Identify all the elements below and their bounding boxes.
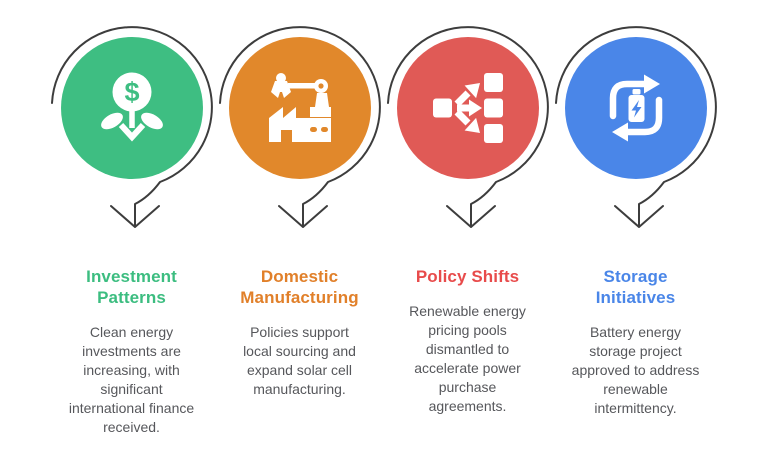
badge-manufacturing [218, 26, 381, 228]
step-investment-patterns: $ Investment Patterns Clean energy inves… [48, 0, 216, 437]
dollar-sign: $ [124, 77, 139, 107]
loop-down-arrow [386, 26, 549, 228]
badge-policy [386, 26, 549, 228]
battery-recharge-cycle-icon [609, 74, 662, 142]
step-domestic-manufacturing: Domestic Manufacturing Policies support … [216, 0, 384, 399]
joint-hole [317, 83, 324, 89]
step-title: Domestic Manufacturing [240, 267, 359, 307]
loop-down-arrow [218, 26, 381, 228]
factory-robot-arm-icon [268, 73, 331, 142]
lightning-bolt [631, 100, 641, 118]
step-description: Renewable energy pricing pools dismantle… [409, 303, 526, 414]
step-description: Clean energy investments are increasing,… [68, 324, 195, 435]
loop-down-arrow [554, 26, 717, 228]
step-description: Policies support local sourcing and expa… [243, 324, 356, 397]
step-title: Investment Patterns [86, 267, 177, 307]
step-storage-initiatives: Storage Initiatives Battery energy stora… [552, 0, 720, 418]
badge-investment: $ [50, 26, 213, 228]
factory-window [309, 127, 317, 132]
step-policy-shifts: Policy Shifts Renewable energy pricing p… [384, 0, 552, 416]
factory-window [320, 127, 328, 132]
step-title: Policy Shifts [415, 267, 520, 286]
colored-circle [228, 37, 371, 179]
step-description: Battery energy storage project approved … [571, 324, 700, 416]
factory-door [280, 130, 292, 142]
money-plant-icon: $ [100, 72, 163, 142]
loop-down-arrow [50, 26, 213, 228]
distribution-flow-icon [432, 73, 503, 143]
badge-storage [554, 26, 717, 228]
step-title: Storage Initiatives [595, 267, 676, 307]
